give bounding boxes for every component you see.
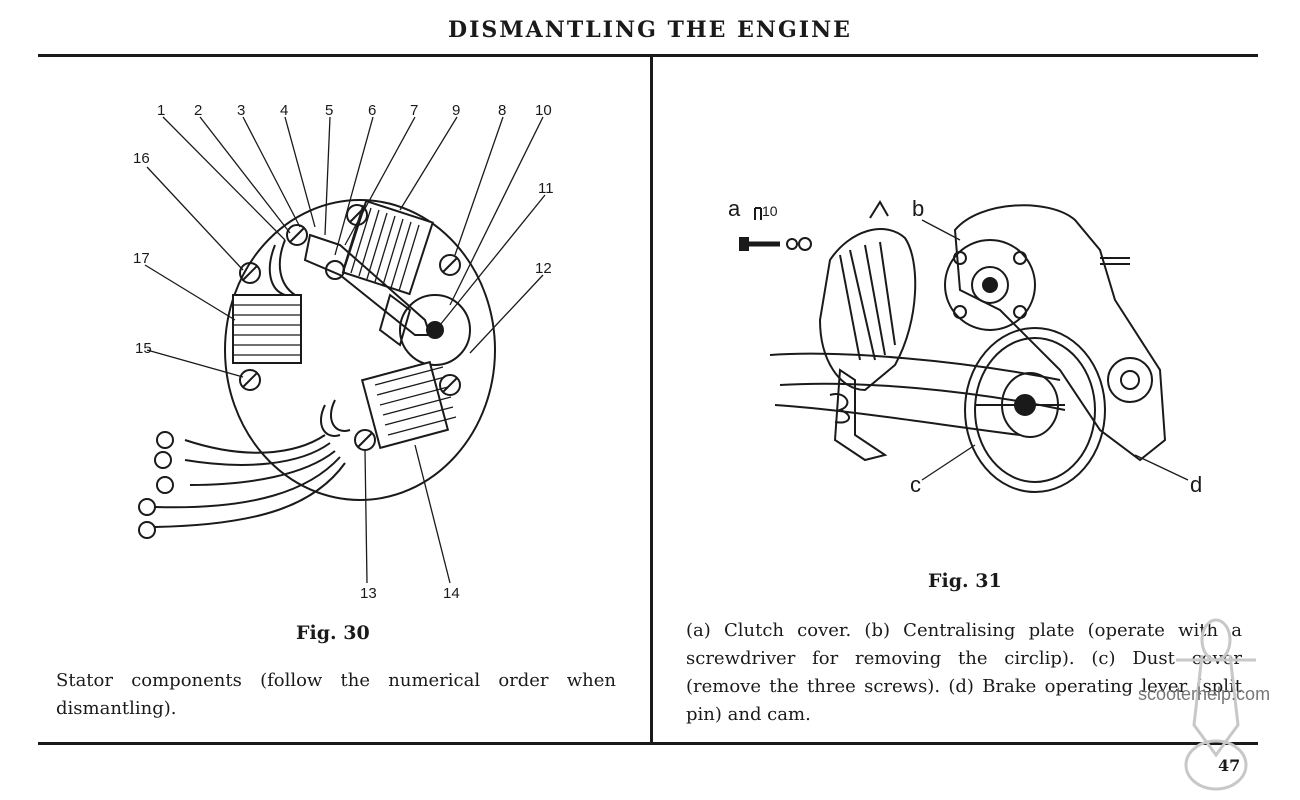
callout-5: 5 bbox=[325, 102, 333, 119]
figure-31-clutch-diagram: a 10 b c d bbox=[728, 196, 1202, 497]
callout-d: d bbox=[1190, 472, 1202, 497]
figure-30-caption: Stator components (follow the numerical … bbox=[56, 670, 616, 719]
callout-b: b bbox=[912, 196, 924, 221]
callout-c: c bbox=[910, 472, 921, 497]
callout-16: 16 bbox=[133, 150, 150, 167]
page-title: DISMANTLING THE ENGINE bbox=[448, 17, 852, 43]
header-rule bbox=[38, 54, 1258, 57]
callout-12: 12 bbox=[535, 260, 552, 277]
callout-7: 7 bbox=[410, 102, 418, 119]
page-number: 47 bbox=[1218, 756, 1241, 775]
callout-3: 3 bbox=[237, 102, 245, 119]
callout-4: 4 bbox=[280, 102, 288, 119]
callout-1: 1 bbox=[157, 102, 165, 119]
figure-31-title: Fig. 31 bbox=[928, 570, 1002, 592]
callout-2: 2 bbox=[194, 102, 202, 119]
watermark-text: scooterhelp.com bbox=[1138, 684, 1271, 704]
figure-31-caption: (a) Clutch cover. (b) Centralising plate… bbox=[686, 620, 1242, 725]
figure-30-stator-diagram: 1 2 3 4 5 6 7 9 8 10 11 12 16 17 15 13 1… bbox=[133, 102, 554, 602]
callout-10: 10 bbox=[535, 102, 552, 119]
callout-15: 15 bbox=[135, 340, 152, 357]
callout-14: 14 bbox=[443, 585, 460, 602]
callout-13: 13 bbox=[360, 585, 377, 602]
callout-9: 9 bbox=[452, 102, 460, 119]
figure-30-title: Fig. 30 bbox=[296, 622, 370, 644]
callout-17: 17 bbox=[133, 250, 150, 267]
scooter-watermark-icon bbox=[1176, 618, 1256, 791]
callout-a: a bbox=[728, 196, 741, 221]
callout-6: 6 bbox=[368, 102, 376, 119]
callout-10: 10 bbox=[762, 203, 778, 219]
column-divider bbox=[650, 57, 653, 743]
callout-11: 11 bbox=[538, 180, 554, 197]
footer-rule bbox=[38, 742, 1258, 745]
callout-8: 8 bbox=[498, 102, 506, 119]
